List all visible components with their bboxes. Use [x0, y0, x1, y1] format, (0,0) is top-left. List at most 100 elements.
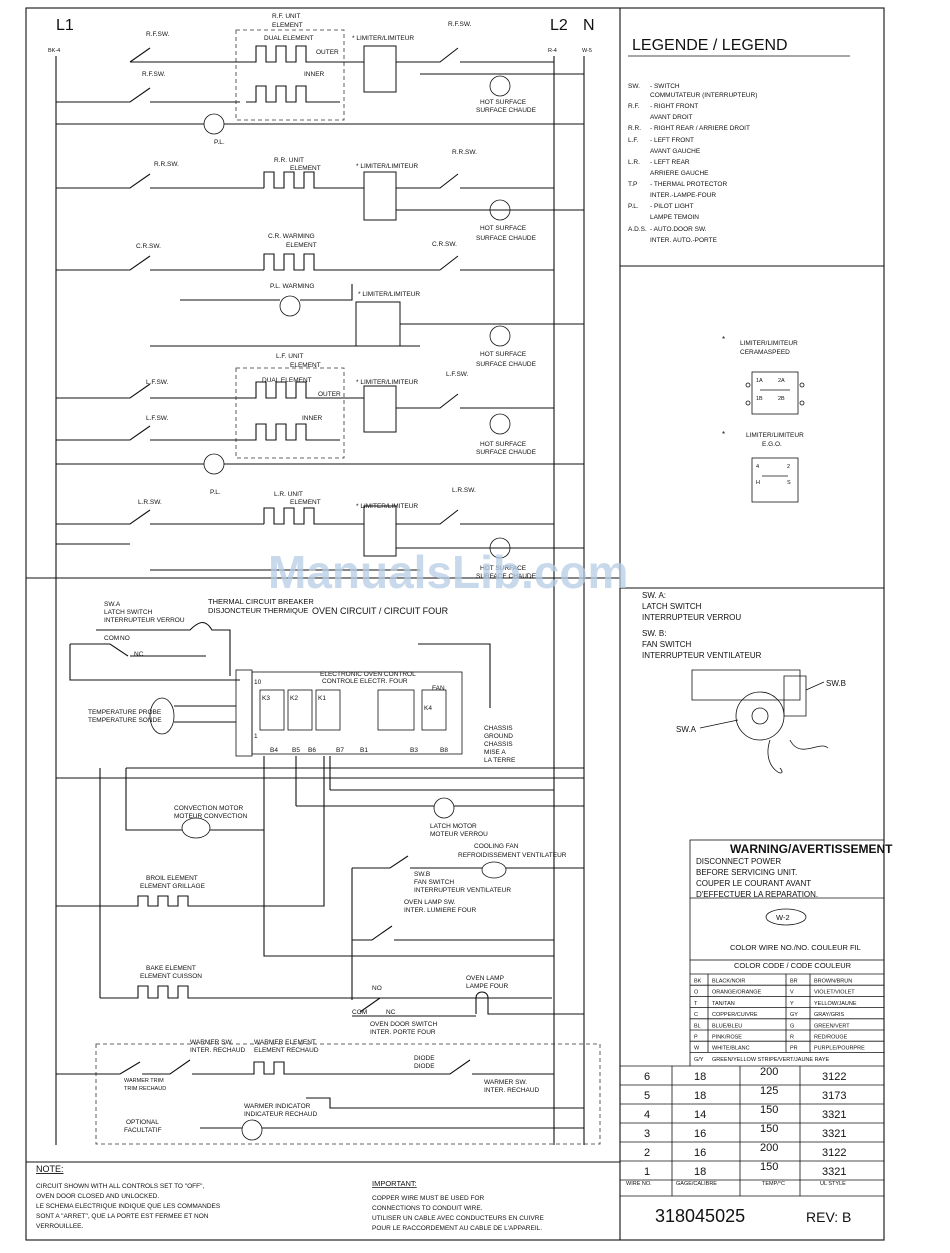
- svg-text:HOT SURFACE: HOT SURFACE: [480, 441, 527, 448]
- svg-text:INNER: INNER: [304, 71, 325, 78]
- svg-text:SW.B: SW.B: [826, 679, 846, 688]
- color-code-cell: T: [694, 1001, 698, 1007]
- color-code-cell: RED/ROUGE: [814, 1035, 848, 1041]
- svg-text:LA TERRE: LA TERRE: [484, 757, 516, 764]
- svg-text:WARMER ELEMENT: WARMER ELEMENT: [254, 1039, 316, 1046]
- svg-text:SURFACE CHAUDE: SURFACE CHAUDE: [476, 449, 537, 456]
- svg-text:DIODE: DIODE: [414, 1063, 435, 1070]
- svg-text:POUR LE RACCORDEMENT AU CABLE: POUR LE RACCORDEMENT AU CABLE DE L'APPAR…: [372, 1225, 542, 1232]
- svg-text:2: 2: [787, 464, 790, 470]
- color-code-cell: ORANGE/ORANGE: [712, 990, 762, 996]
- wire-spec-cell: 5: [644, 1090, 650, 1102]
- svg-text:WARMER SW.: WARMER SW.: [190, 1039, 233, 1046]
- svg-text:WARMER SW.: WARMER SW.: [484, 1079, 527, 1086]
- svg-text:P.L.: P.L.: [628, 203, 639, 210]
- wire-spec-cell: 2: [644, 1147, 650, 1159]
- color-code-cell: P: [694, 1035, 698, 1041]
- svg-text:NO: NO: [120, 635, 130, 642]
- svg-text:1A: 1A: [756, 378, 763, 384]
- svg-text:INNER: INNER: [302, 415, 323, 422]
- svg-text:LIMITER/LIMITEUR: LIMITER/LIMITEUR: [740, 340, 798, 347]
- svg-text:R.R.SW.: R.R.SW.: [452, 149, 477, 156]
- svg-text:TEMPERATURE SONDE: TEMPERATURE SONDE: [88, 717, 162, 724]
- svg-text:OVEN LAMP: OVEN LAMP: [466, 975, 504, 982]
- svg-text:INTER. RECHAUD: INTER. RECHAUD: [190, 1047, 246, 1054]
- svg-text:LAMPE FOUR: LAMPE FOUR: [466, 983, 509, 990]
- svg-text:R.F.SW.: R.F.SW.: [448, 21, 472, 28]
- svg-text:TRIM RECHAUD: TRIM RECHAUD: [124, 1086, 166, 1092]
- wire-spec-cell: 200: [760, 1066, 778, 1078]
- legend-item: L.F. - LEFT FRONT AVANT GAUCHE: [628, 137, 701, 155]
- svg-text:K3: K3: [262, 695, 270, 702]
- svg-text:ELEMENT: ELEMENT: [290, 499, 321, 506]
- legend-item: A.D.S. - AUTO.DOOR SW. INTER. AUTO.-PORT…: [628, 226, 718, 244]
- switch-detail: SW. A: LATCH SWITCH INTERRUPTEUR VERROU …: [642, 591, 846, 774]
- svg-text:LATCH SWITCH: LATCH SWITCH: [642, 602, 702, 611]
- svg-text:SW.A: SW.A: [676, 725, 697, 734]
- svg-text:GAGE/CALIBRE: GAGE/CALIBRE: [676, 1181, 717, 1187]
- legend-item: T.P - THERMAL PROTECTOR INTER.-LAMPE-FOU…: [628, 181, 727, 199]
- svg-text:OUTER: OUTER: [316, 49, 339, 56]
- svg-text:R.R.: R.R.: [628, 125, 641, 132]
- svg-text:NO: NO: [372, 985, 382, 992]
- svg-text:SW. A:: SW. A:: [642, 591, 666, 600]
- svg-text:2A: 2A: [778, 378, 785, 384]
- wire-spec-cell: 3321: [822, 1166, 846, 1178]
- svg-text:SURFACE CHAUDE: SURFACE CHAUDE: [476, 107, 537, 114]
- svg-text:INTERRUPTEUR VERROU: INTERRUPTEUR VERROU: [642, 613, 741, 622]
- color-code-cell: GY: [790, 1012, 798, 1018]
- svg-text:INTER. PORTE FOUR: INTER. PORTE FOUR: [370, 1029, 436, 1036]
- svg-text:UL STYLE: UL STYLE: [820, 1181, 846, 1187]
- wire-spec-cell: 3321: [822, 1128, 846, 1140]
- svg-text:MOTEUR VERROU: MOTEUR VERROU: [430, 831, 488, 838]
- rf-unit-circuit: R.F.SW. R.F.SW. R.F. UNIT ELEMENT DUAL E…: [56, 13, 584, 146]
- svg-text:ELECTRONIC OVEN CONTROL: ELECTRONIC OVEN CONTROL: [320, 671, 416, 678]
- svg-text:INTER. LUMIERE FOUR: INTER. LUMIERE FOUR: [404, 907, 477, 914]
- svg-text:- LEFT REAR: - LEFT REAR: [650, 159, 690, 166]
- svg-text:R-4: R-4: [548, 48, 557, 54]
- svg-text:K2: K2: [290, 695, 298, 702]
- color-code-cell: PURPLE/POURPRE: [814, 1046, 865, 1052]
- svg-text:ELEMENT CUISSON: ELEMENT CUISSON: [140, 973, 202, 980]
- svg-text:B8: B8: [440, 747, 448, 754]
- wire-spec-cell: 3122: [822, 1071, 846, 1083]
- svg-text:WIRE NO.: WIRE NO.: [626, 1181, 652, 1187]
- line-l2-label: L2: [550, 17, 568, 34]
- svg-text:10: 10: [254, 679, 262, 686]
- svg-text:DISCONNECT POWER: DISCONNECT POWER: [696, 857, 781, 866]
- legend-title: LEGENDE / LEGEND: [632, 37, 788, 54]
- color-code-cell: BK: [694, 979, 702, 985]
- line-n-label: N: [583, 17, 595, 34]
- svg-text:ELEMENT GRILLAGE: ELEMENT GRILLAGE: [140, 883, 206, 890]
- wire-spec-cell: 18: [694, 1090, 706, 1102]
- legend-item: R.R. - RIGHT REAR / ARRIERE DROIT: [628, 125, 750, 132]
- svg-text:ELEMENT: ELEMENT: [290, 165, 321, 172]
- svg-text:* LIMITER/LIMITEUR: * LIMITER/LIMITEUR: [356, 379, 418, 386]
- svg-text:* LIMITER/LIMITEUR: * LIMITER/LIMITEUR: [356, 503, 418, 510]
- svg-text:INTER. AUTO.-PORTE: INTER. AUTO.-PORTE: [650, 237, 718, 244]
- svg-text:COM: COM: [104, 635, 119, 642]
- svg-text:NOTE:: NOTE:: [36, 1164, 64, 1174]
- color-code-cell: TAN/TAN: [712, 1001, 735, 1007]
- svg-text:R.R. UNIT: R.R. UNIT: [274, 157, 304, 164]
- svg-text:BK-4: BK-4: [48, 48, 60, 54]
- svg-text:L.F.SW.: L.F.SW.: [446, 371, 469, 378]
- legend-item: L.R. - LEFT REAR ARRIERE GAUCHE: [628, 159, 709, 177]
- color-code-cell: COPPER/CUIVRE: [712, 1012, 758, 1018]
- legend-item: SW. - SWITCH COMMUTATEUR (INTERRUPTEUR): [628, 83, 757, 99]
- svg-text:LIMITER/LIMITEUR: LIMITER/LIMITEUR: [746, 432, 804, 439]
- warning-title: WARNING/AVERTISSEMENT: [730, 842, 893, 856]
- svg-text:- RIGHT FRONT: - RIGHT FRONT: [650, 103, 698, 110]
- oven-circuit: THERMAL CIRCUIT BREAKER DISJONCTEUR THER…: [56, 597, 584, 1036]
- svg-text:INDICATEUR RECHAUD: INDICATEUR RECHAUD: [244, 1111, 317, 1118]
- svg-text:OVEN DOOR SWITCH: OVEN DOOR SWITCH: [370, 1021, 437, 1028]
- svg-text:BROIL ELEMENT: BROIL ELEMENT: [146, 875, 198, 882]
- svg-text:OPTIONAL: OPTIONAL: [126, 1119, 159, 1126]
- svg-text:INTERRUPTEUR VERROU: INTERRUPTEUR VERROU: [104, 617, 185, 624]
- svg-text:REFROIDISSEMENT VENTILATEUR: REFROIDISSEMENT VENTILATEUR: [458, 852, 567, 859]
